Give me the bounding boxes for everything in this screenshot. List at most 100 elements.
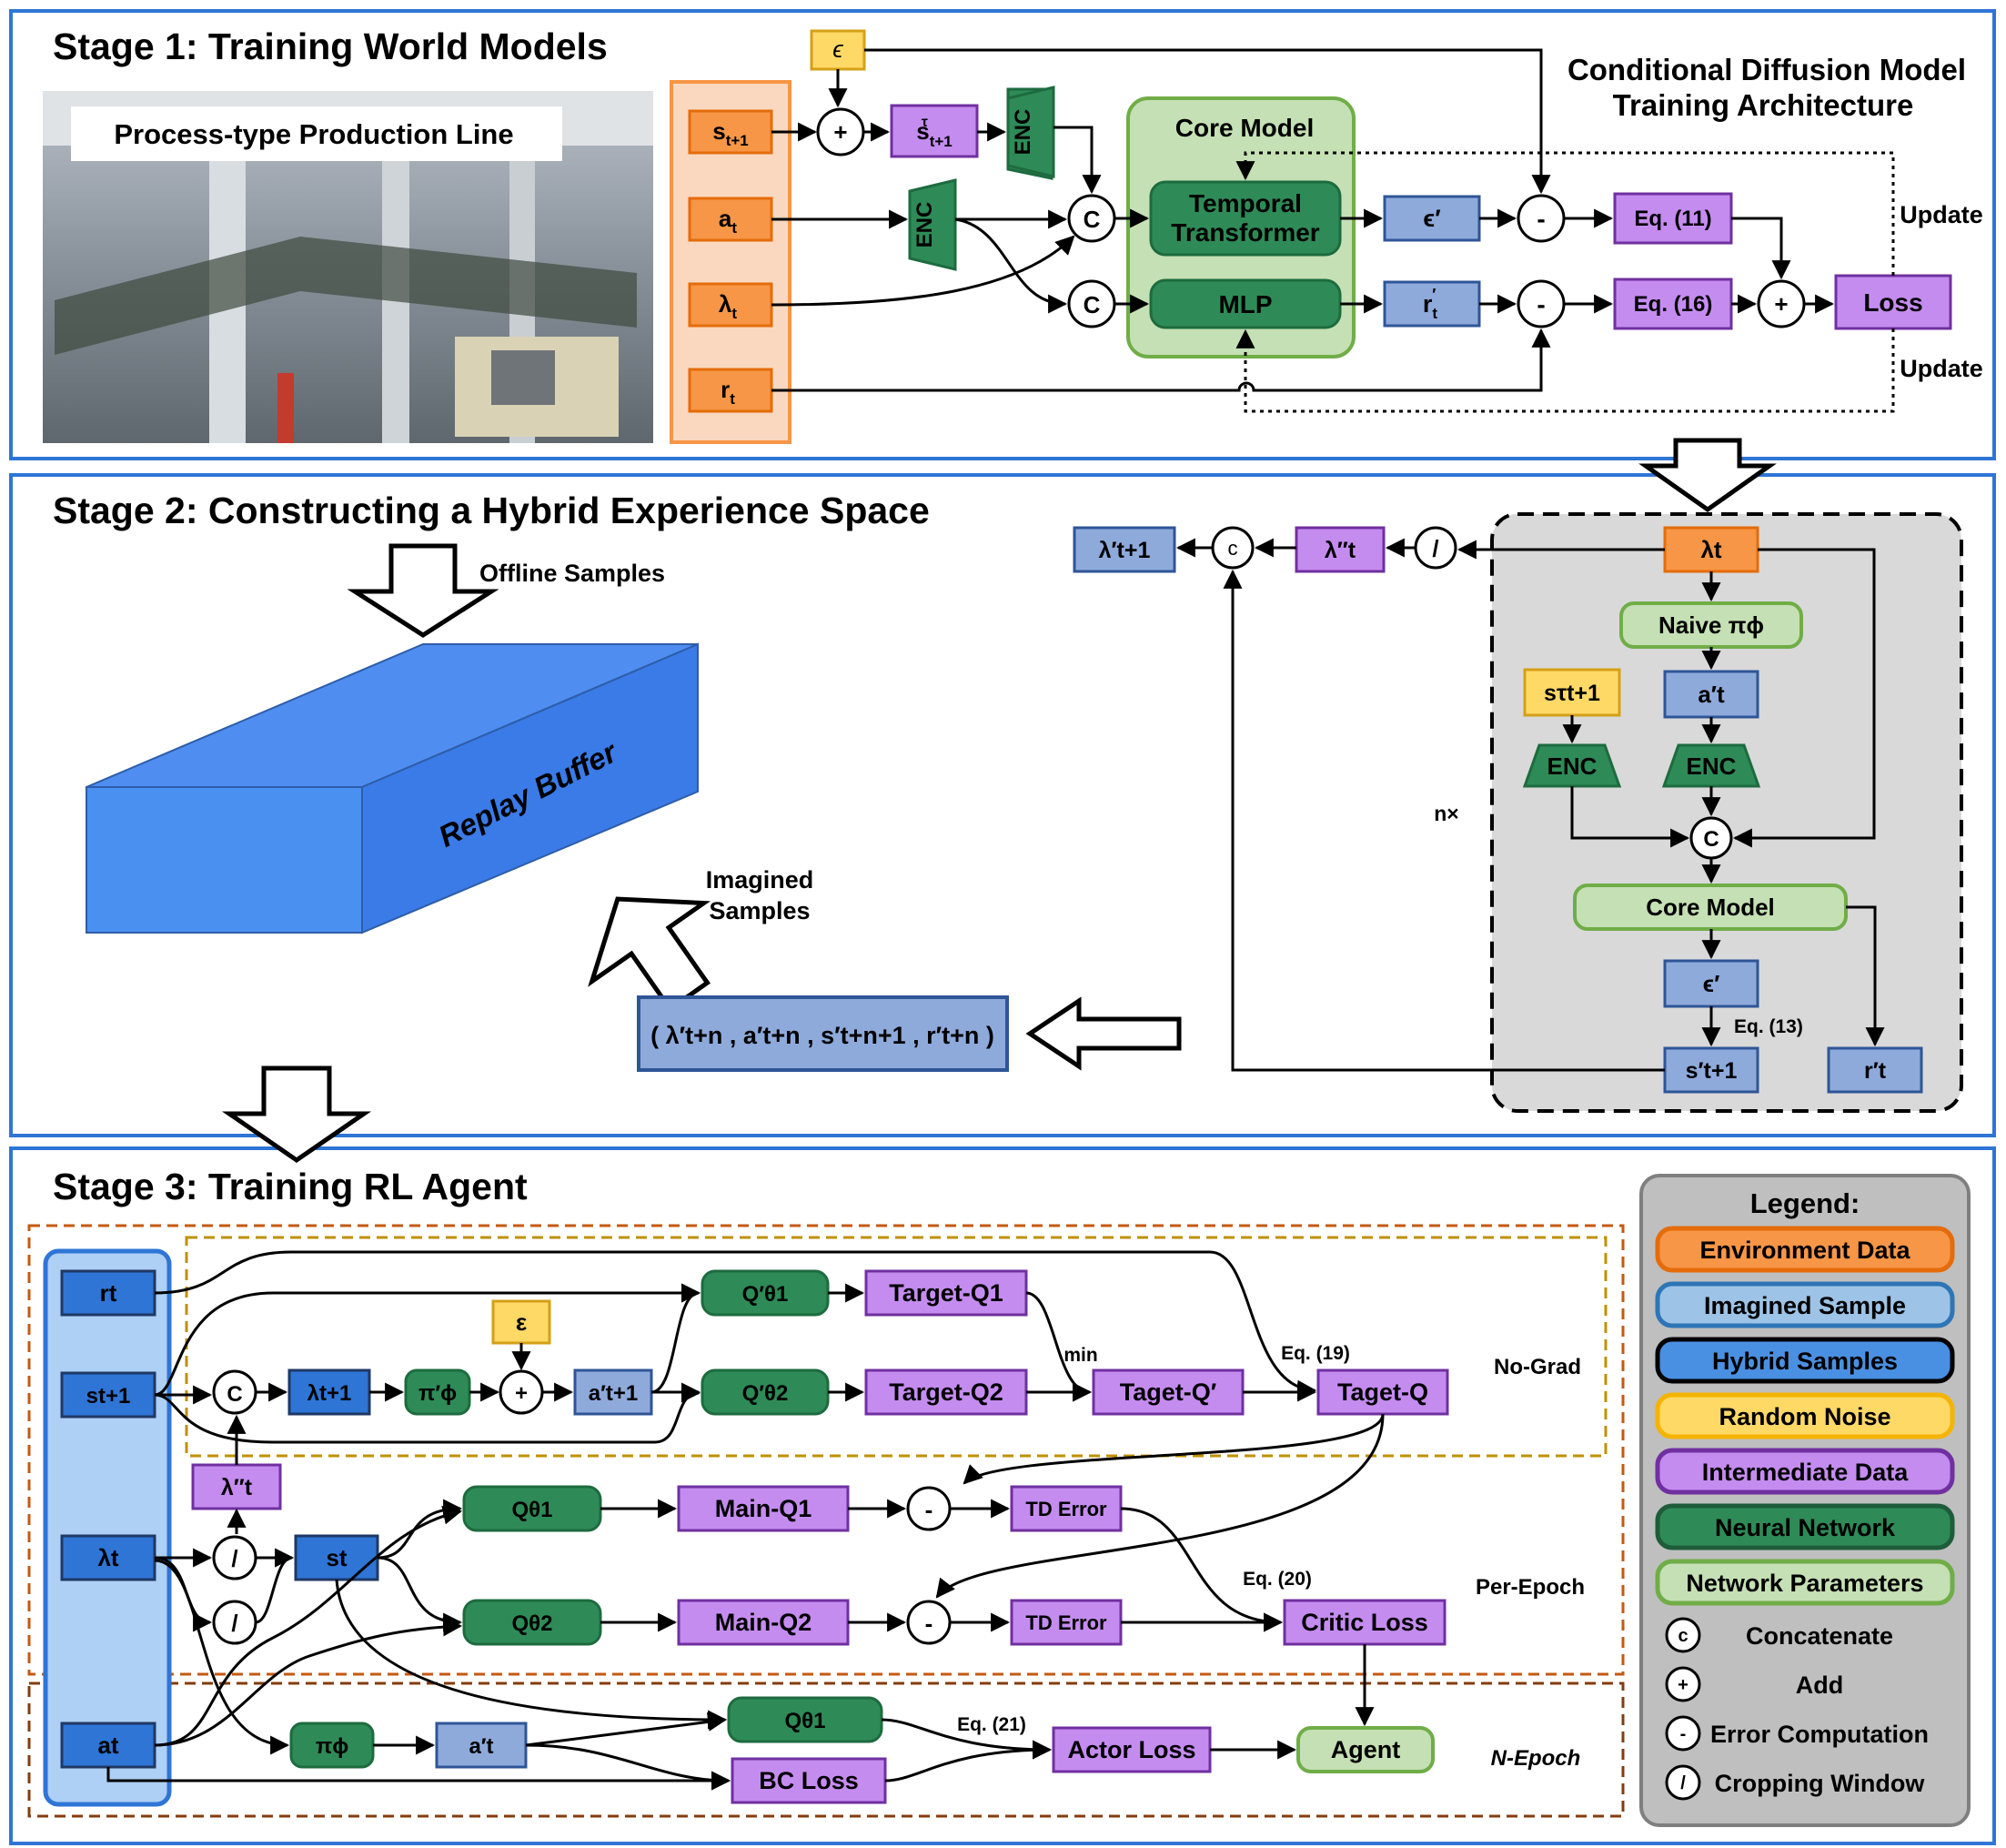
a-prime-t1-stage3: a′t+1 (573, 1368, 653, 1416)
legend-item-imagined-sample: Imagined Sample (1655, 1281, 1955, 1328)
arch-title-line2: Training Architecture (1613, 88, 1914, 122)
svg-text:λt: λt (1700, 536, 1721, 563)
svg-text:at: at (719, 205, 737, 237)
update-label-2: Update (1900, 355, 1983, 382)
target-q1-box: Target-Q1 (864, 1269, 1028, 1317)
svg-text:Main-Q2: Main-Q2 (715, 1609, 812, 1636)
svg-text:Add: Add (1796, 1671, 1843, 1699)
svg-text:Qθ1: Qθ1 (785, 1709, 826, 1733)
svg-text:a′t: a′t (1698, 681, 1725, 708)
svg-text:/: / (1432, 535, 1438, 562)
lambda-t-stage3: λt (60, 1534, 156, 1581)
lambda-t1-stage3: λt+1 (287, 1368, 371, 1416)
svg-text:TD Error: TD Error (1025, 1498, 1107, 1520)
svg-text:ENC: ENC (1011, 109, 1035, 156)
noise-s-stage2: sτt+1 (1523, 668, 1621, 717)
enc-stage2-right: ENC (1661, 743, 1761, 788)
add-op-stage1: + (816, 107, 865, 157)
svg-text:rt′: rt′ (1423, 286, 1438, 322)
svg-text:λt: λt (97, 1544, 118, 1571)
taget-q-box: Taget-Q (1316, 1368, 1449, 1416)
svg-text:-: - (925, 1496, 933, 1523)
svg-text:π′ϕ: π′ϕ (418, 1381, 457, 1406)
svg-text:-: - (1537, 290, 1545, 318)
lambda-dd-stage2: λ″t (1295, 526, 1386, 573)
svg-text:Imagined Sample: Imagined Sample (1704, 1292, 1906, 1319)
legend-item-neural-network: Neural Network (1655, 1503, 1955, 1550)
svg-text:Concatenate: Concatenate (1746, 1622, 1893, 1650)
svg-text:Intermediate Data: Intermediate Data (1702, 1459, 1910, 1486)
per-epoch-region (27, 1224, 1625, 1676)
svg-text:C: C (1084, 206, 1101, 233)
svg-text:Neural Network: Neural Network (1715, 1514, 1896, 1541)
svg-text:c: c (1228, 537, 1238, 560)
actor-loss-box: Actor Loss (1052, 1726, 1212, 1773)
policy-net: πϕ (289, 1722, 375, 1769)
s-t1-stage3: st+1 (60, 1371, 156, 1419)
n-times-label: n× (1434, 802, 1458, 825)
svg-text:st+1τ: st+1τ (916, 115, 953, 150)
s-prime-stage2: s′t+1 (1663, 1046, 1759, 1094)
legend-item-hybrid-samples: Hybrid Samples (1655, 1337, 1955, 1384)
enc-encoder-1: ENC (1006, 86, 1055, 180)
stage2-title: Stage 2: Constructing a Hybrid Experienc… (53, 490, 930, 531)
update-dotted-lines (1235, 151, 1895, 413)
svg-text:C: C (1703, 827, 1719, 852)
svg-text:/: / (231, 1545, 237, 1572)
svg-text:at: at (97, 1732, 118, 1759)
flow-arrow-stage2-to-3 (221, 1065, 372, 1164)
legend-symbol-cropping-window: /Cropping Window (1665, 1764, 1925, 1801)
svg-text:λ″t: λ″t (221, 1475, 253, 1500)
epsilon-noise-box: ϵ (810, 29, 866, 71)
s-t-stage3: st (294, 1534, 379, 1581)
target-q1-net: Q′θ1 (701, 1269, 830, 1317)
svg-text:/: / (231, 1610, 237, 1637)
svg-text:+: + (1774, 290, 1788, 318)
eq20-label: Eq. (20) (1243, 1569, 1312, 1590)
svg-text:Eq. (11): Eq. (11) (1634, 207, 1711, 231)
svg-text:rt: rt (100, 1279, 117, 1307)
svg-text:C: C (1084, 291, 1101, 318)
imagined-label-2: Samples (709, 897, 810, 924)
svg-text:Agent: Agent (1331, 1736, 1401, 1763)
loss-box: Loss (1834, 274, 1952, 330)
imagined-label-1: Imagined (706, 866, 814, 894)
arch-title-line1: Conditional Diffusion Model (1568, 53, 1966, 86)
stage3-connectors (106, 1250, 1385, 1791)
mlp-network: MLP (1149, 278, 1342, 329)
core-model-label: Core Model (1175, 114, 1314, 142)
stage1-title: Stage 1: Training World Models (53, 25, 608, 67)
svg-text:Eq. (16): Eq. (16) (1634, 292, 1713, 317)
svg-text:Temporal: Temporal (1189, 189, 1302, 217)
td-error-box-2: TD Error (1010, 1599, 1123, 1646)
lambda-t-stage2: λt (1663, 526, 1759, 573)
eq11-box: Eq. (11) (1613, 192, 1733, 245)
eq19-label: Eq. (19) (1281, 1343, 1350, 1364)
svg-text:ϵ′: ϵ′ (1423, 205, 1440, 232)
no-grad-label: No-Grad (1494, 1355, 1581, 1379)
svg-text:Critic Loss: Critic Loss (1301, 1609, 1428, 1636)
crop-op-stage3-1: / (212, 1535, 257, 1580)
svg-text:Q′θ2: Q′θ2 (742, 1381, 789, 1406)
svg-text:Core Model: Core Model (1646, 894, 1775, 921)
eps-prime-stage2: ϵ′ (1663, 959, 1759, 1008)
r-t-stage3: rt (60, 1269, 156, 1317)
stage2-frame (9, 473, 1996, 1137)
svg-text:st+1: st+1 (86, 1384, 131, 1409)
agent-box: Agent (1296, 1726, 1435, 1773)
error-op-1: - (1517, 194, 1566, 243)
svg-text:st+1: st+1 (712, 117, 749, 149)
update-label-1: Update (1900, 201, 1983, 228)
a-prime-stage2: a′t (1663, 670, 1759, 719)
stage2-connectors (1175, 538, 1885, 1072)
lambda-t-box: λt (688, 282, 773, 328)
per-epoch-label: Per-Epoch (1476, 1575, 1585, 1600)
q1-net: Qθ1 (462, 1485, 602, 1532)
svg-text:λt+1: λt+1 (307, 1381, 352, 1406)
error-op-stage3-1: - (906, 1486, 952, 1531)
flow-arrow-stage1-to-2 (1638, 438, 1777, 513)
svg-text:ϵ: ϵ (832, 35, 843, 63)
svg-text:Naive πϕ: Naive πϕ (1658, 611, 1764, 639)
concat-stage3: C (212, 1369, 257, 1415)
